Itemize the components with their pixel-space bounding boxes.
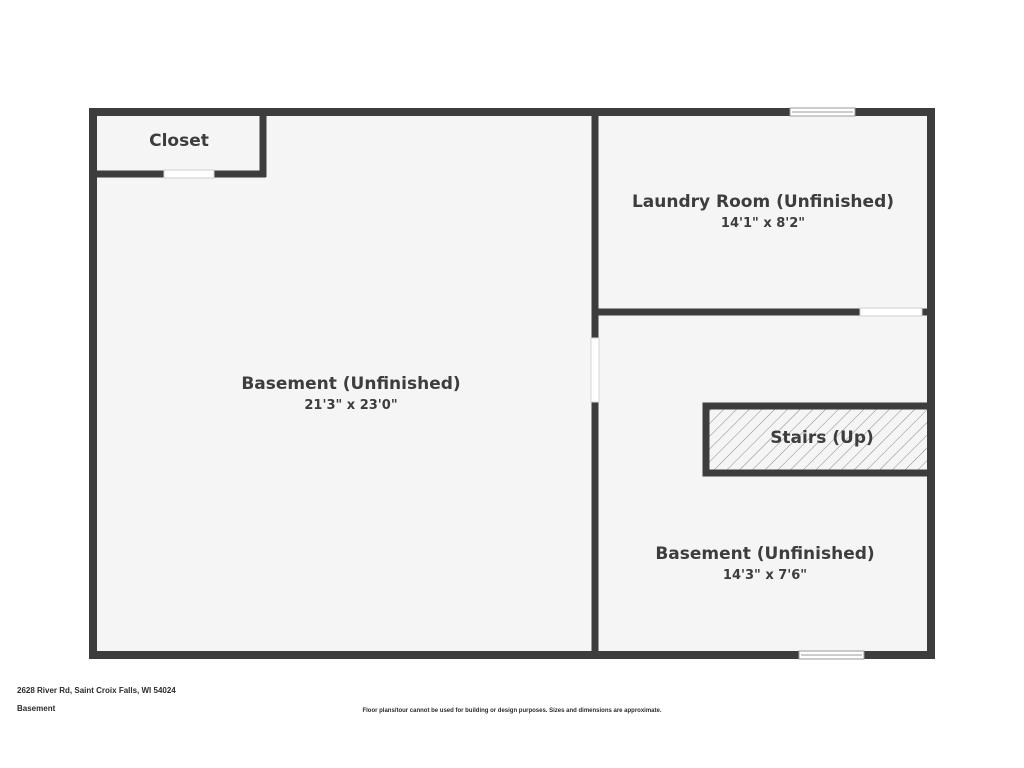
laundry-door-opening xyxy=(859,307,923,317)
disclaimer-text: Floor plans/tour cannot be used for buil… xyxy=(362,708,662,714)
floor-area xyxy=(93,112,931,655)
exterior-wall xyxy=(89,108,935,659)
window-top xyxy=(789,107,856,117)
basement-main-label: Basement (Unfinished) xyxy=(241,374,460,394)
basement-side-dimensions: 14'3" x 7'6" xyxy=(723,568,807,583)
stairs-wall xyxy=(702,402,927,477)
laundry-label: Laundry Room (Unfinished) xyxy=(632,192,894,212)
basement-side-label: Basement (Unfinished) xyxy=(655,544,874,564)
closet-label: Closet xyxy=(149,131,209,151)
divider-opening xyxy=(590,337,600,403)
stairs-label: Stairs (Up) xyxy=(770,428,874,448)
laundry-dimensions: 14'1" x 8'2" xyxy=(721,216,805,231)
window-bottom xyxy=(798,650,865,660)
floor-level-label: Basement xyxy=(17,704,56,713)
closet-door-opening xyxy=(163,169,215,179)
property-address: 2628 River Rd, Saint Croix Falls, WI 540… xyxy=(17,686,176,695)
stairs-area xyxy=(706,406,927,473)
basement-main-dimensions: 21'3" x 23'0" xyxy=(304,398,397,413)
